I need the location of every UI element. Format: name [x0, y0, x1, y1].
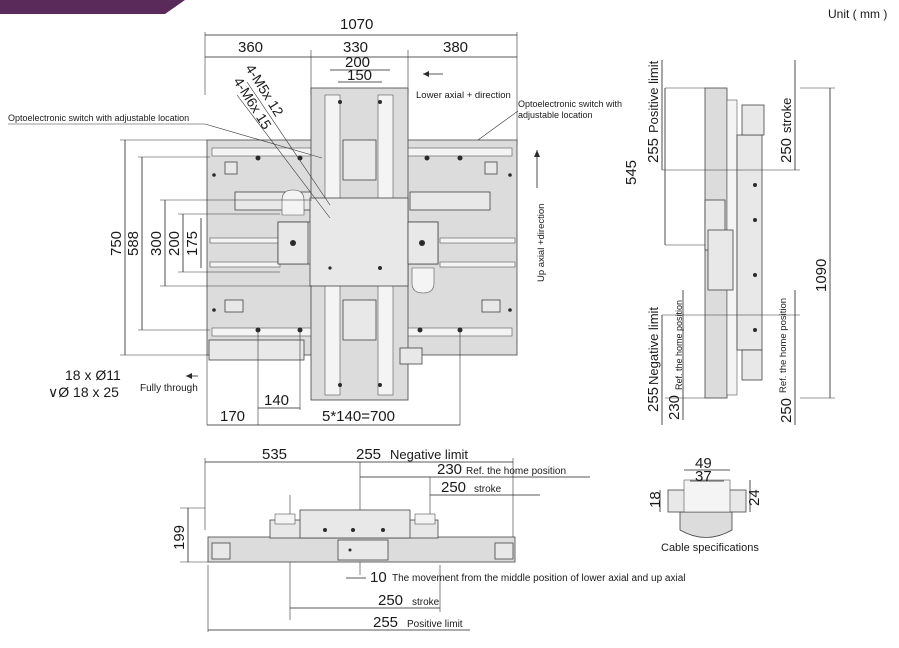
home-left-num: 230 [666, 395, 683, 420]
hole-counterbore-label: ∨Ø 18 x 25 [48, 384, 119, 400]
opto-switch-left-label: Optoelectronic switch with adjustable lo… [8, 113, 189, 123]
front-neg-label: Negative limit [390, 447, 468, 462]
negative-limit-num: 255 [645, 387, 662, 412]
front-home-num: 230 [437, 461, 462, 478]
unit-label: Unit ( mm ) [828, 7, 887, 21]
dim-535: 535 [262, 446, 287, 463]
dim-545: 545 [623, 160, 640, 185]
dim-588: 588 [125, 231, 142, 256]
fully-through-label: Fully through [140, 383, 198, 394]
lower-axial-direction-label: Lower axial + direction [416, 90, 511, 101]
front-pos-label: Positive limit [407, 619, 463, 630]
dim-360: 360 [238, 39, 263, 56]
front-home-label: Ref. the home position [466, 466, 566, 477]
dim-380: 380 [443, 39, 468, 56]
dim-150: 150 [347, 67, 372, 84]
front-view: 535 255 Negative limit 230 Ref. the home… [171, 446, 685, 632]
dim-330: 330 [343, 39, 368, 56]
front-stroke2-num: 250 [378, 592, 403, 609]
home-left-label: Ref. the home position [674, 300, 684, 390]
cable-spec-title: Cable specifications [661, 542, 759, 554]
positive-limit-label: Positive limit [646, 60, 661, 133]
dim-200: 200 [345, 54, 370, 71]
home-right-num: 250 [778, 398, 795, 423]
side-view: 545 1090 255 Positive limit 250 stroke 2… [623, 60, 835, 425]
front-stroke1-label: stroke [474, 484, 502, 495]
cable-width-49: 49 [695, 455, 712, 472]
stroke-top-label: stroke [779, 98, 794, 133]
dim-140: 140 [264, 392, 289, 409]
dim-1070: 1070 [340, 16, 373, 33]
hole-count-label: 18 x Ø11 [65, 367, 121, 383]
top-view: 1070 360 330 380 200 150 [8, 16, 622, 426]
front-neg-num: 255 [356, 446, 381, 463]
up-axial-direction-label: Up axial +direction [536, 204, 547, 282]
front-stroke2-label: stroke [412, 597, 440, 608]
negative-limit-label: Negative limit [646, 307, 661, 385]
front-move-num: 10 [370, 569, 387, 586]
dim-750: 750 [108, 231, 125, 256]
dim-pitch: 5*140=700 [322, 408, 395, 425]
dim-175: 175 [184, 231, 201, 256]
front-pos-num: 255 [373, 614, 398, 631]
dim-200-vertical: 200 [166, 231, 183, 256]
stroke-top-num: 250 [778, 138, 795, 163]
front-height-199: 199 [171, 525, 188, 550]
cable-height-24: 24 [746, 489, 763, 506]
cable-height-18: 18 [647, 491, 664, 508]
cable-width-37: 37 [695, 468, 712, 485]
side-carriage [736, 134, 763, 351]
positive-limit-num: 255 [645, 138, 662, 163]
dim-1090: 1090 [813, 259, 830, 292]
dim-170: 170 [220, 408, 245, 425]
opto-switch-right-label-2: adjustable location [518, 110, 593, 120]
front-move-label: The movement from the middle position of… [392, 573, 685, 584]
opto-switch-right-label-1: Optoelectronic switch with [518, 99, 622, 109]
header-brand-bar [0, 0, 185, 14]
dim-300: 300 [148, 231, 165, 256]
front-carriage [299, 509, 411, 539]
front-stroke1-num: 250 [441, 479, 466, 496]
cable-spec: 49 37 18 24 Cable specifications [647, 455, 763, 554]
home-right-label: Ref. the home position [778, 298, 789, 393]
